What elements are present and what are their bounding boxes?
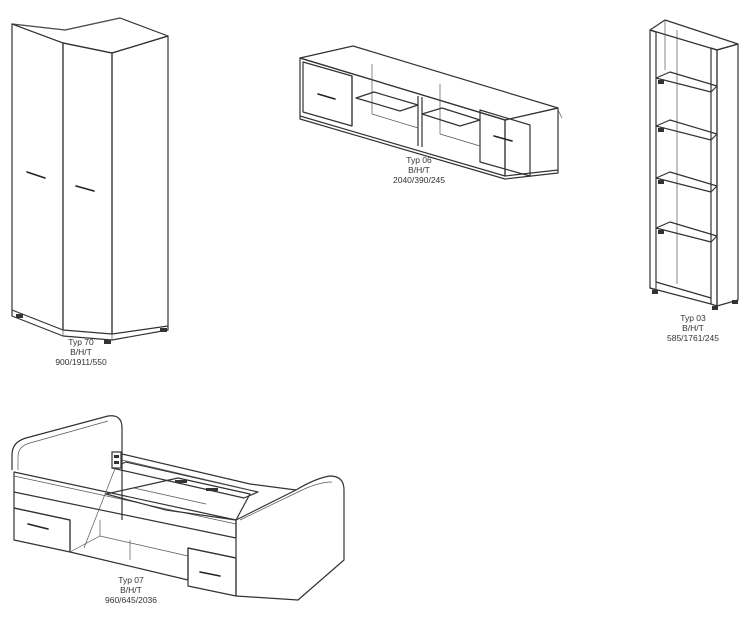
bed-headboard — [11, 415, 123, 520]
bed-footboard — [235, 475, 345, 601]
wall-shelf-drawing — [299, 45, 563, 180]
wardrobe-handle-left — [26, 171, 46, 179]
bed-drawing — [11, 415, 345, 601]
caption-dims: 900/1911/550 — [55, 357, 107, 367]
caption-type: Typ 06 — [406, 155, 432, 165]
wall-shelf-handle-right — [493, 135, 513, 142]
caption-label: B/H/T — [682, 323, 704, 333]
caption-bed: Typ 07 B/H/T 960/645/2036 — [86, 575, 176, 605]
bed-drawer-left-handle — [27, 523, 49, 530]
bookcase-drawing — [649, 19, 739, 310]
caption-label: B/H/T — [408, 165, 430, 175]
bookcase-top — [649, 19, 739, 51]
bookcase-foot — [732, 300, 738, 304]
bed-drawer-right — [187, 547, 237, 597]
caption-dims: 2040/390/245 — [393, 175, 445, 185]
bookcase-upright-left — [649, 29, 657, 291]
wall-shelf-side — [504, 107, 559, 177]
bookcase-foot — [712, 306, 718, 310]
caption-dims: 585/1761/245 — [667, 333, 719, 343]
caption-wall-shelf: Typ 06 B/H/T 2040/390/245 — [374, 155, 464, 185]
caption-type: Typ 07 — [118, 575, 144, 585]
bookcase-shelf — [655, 119, 718, 141]
caption-type: Typ 03 — [680, 313, 706, 323]
bookcase-foot — [652, 290, 658, 294]
bookcase-shelf — [655, 171, 718, 193]
bookcase-shelf — [655, 221, 718, 243]
wardrobe-foot — [104, 340, 111, 344]
wall-shelf-handle-left — [317, 93, 336, 100]
bed-base-frame — [105, 477, 251, 521]
wall-shelf-inner-shelf — [421, 107, 481, 127]
caption-bookcase: Typ 03 B/H/T 585/1761/245 — [648, 313, 738, 343]
bed-drawer-right-handle — [199, 571, 221, 577]
caption-label: B/H/T — [120, 585, 142, 595]
bed-drawer-left — [13, 507, 71, 553]
bed-leader-line — [83, 465, 117, 549]
wall-shelf-top — [299, 45, 559, 121]
bookcase-shelf — [655, 71, 718, 93]
wardrobe-top — [11, 17, 169, 54]
wardrobe-side — [111, 35, 169, 335]
wardrobe-handle-right — [75, 185, 95, 192]
bookcase-side — [716, 43, 739, 307]
wardrobe-foot — [16, 314, 23, 318]
bed-bracket — [111, 451, 122, 469]
wall-shelf-inner-shelf — [355, 91, 419, 112]
wardrobe-drawing — [11, 17, 169, 344]
caption-dims: 960/645/2036 — [105, 595, 157, 605]
wardrobe-foot — [160, 328, 167, 332]
caption-wardrobe: Typ 70 B/H/T 900/1911/550 — [36, 337, 126, 367]
caption-type: Typ 70 — [68, 337, 94, 347]
wardrobe-door-left — [11, 23, 64, 331]
caption-label: B/H/T — [70, 347, 92, 357]
